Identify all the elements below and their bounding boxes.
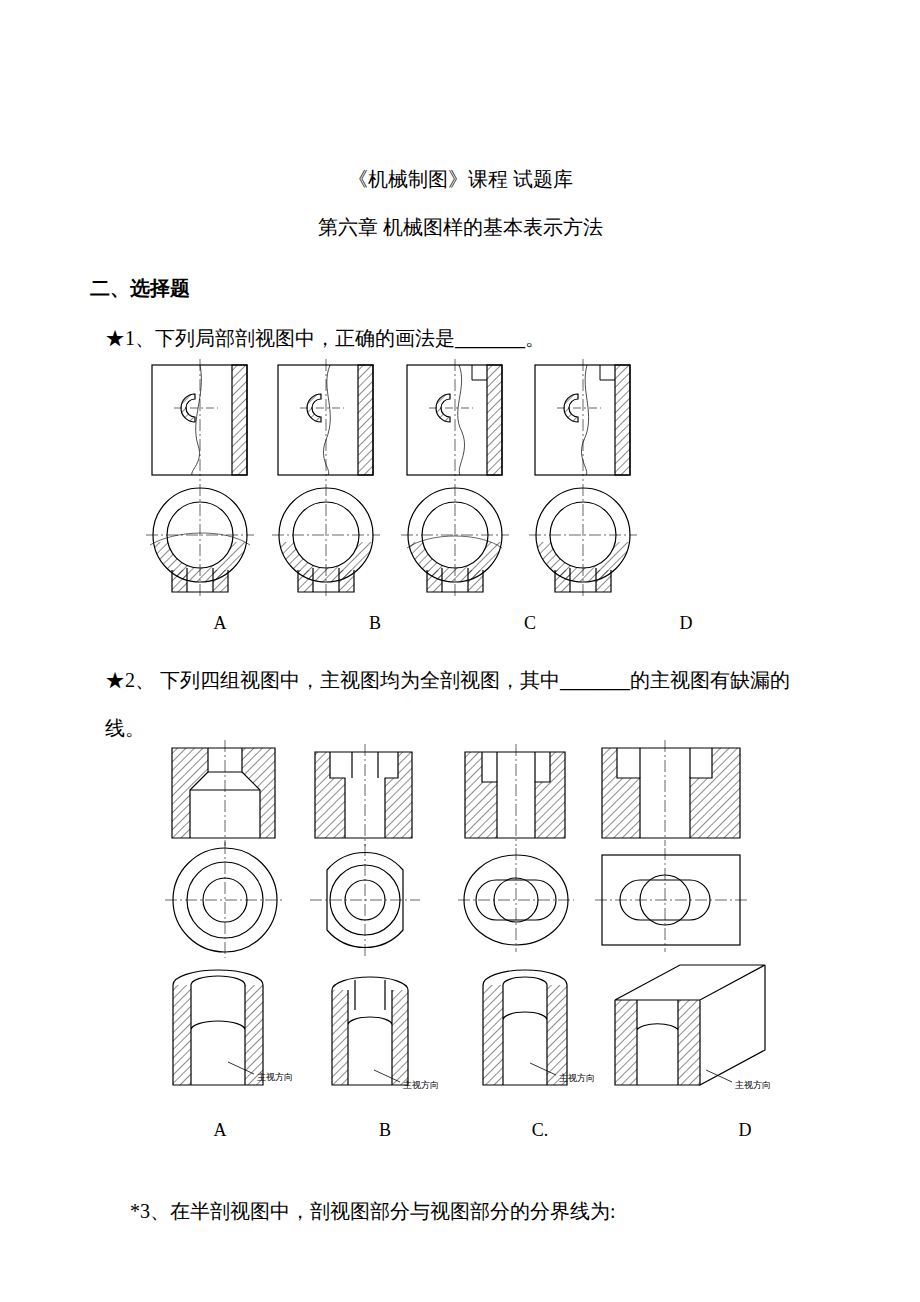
- direction-label: 主视方向: [403, 1079, 439, 1091]
- option-letter: B: [379, 1119, 391, 1142]
- direction-label: 主视方向: [735, 1079, 771, 1091]
- option-letter: A: [214, 1119, 227, 1142]
- chapter-heading: 第六章 机械图样的基本表示方法: [318, 214, 603, 240]
- option-letter: A: [214, 612, 227, 635]
- option-letter: C.: [532, 1119, 549, 1142]
- question-text: ★1、下列局部剖视图中，正确的画法是_______。: [105, 325, 545, 351]
- question-text: ★2、 下列四组视图中，主视图均为全剖视图，其中_______的主视图有缺漏的线…: [105, 656, 820, 752]
- option-letter: D: [680, 612, 693, 635]
- option-letter: D: [739, 1119, 752, 1142]
- question-text: *3、在半剖视图中，剖视图部分与视图部分的分界线为:: [130, 1198, 616, 1224]
- page-title: 《机械制图》课程 试题库: [348, 166, 573, 192]
- option-letter: C: [524, 612, 536, 635]
- option-letter: B: [369, 612, 381, 635]
- direction-label: 主视方向: [257, 1071, 293, 1083]
- section-heading: 二、选择题: [90, 275, 190, 301]
- direction-label: 主视方向: [559, 1072, 595, 1084]
